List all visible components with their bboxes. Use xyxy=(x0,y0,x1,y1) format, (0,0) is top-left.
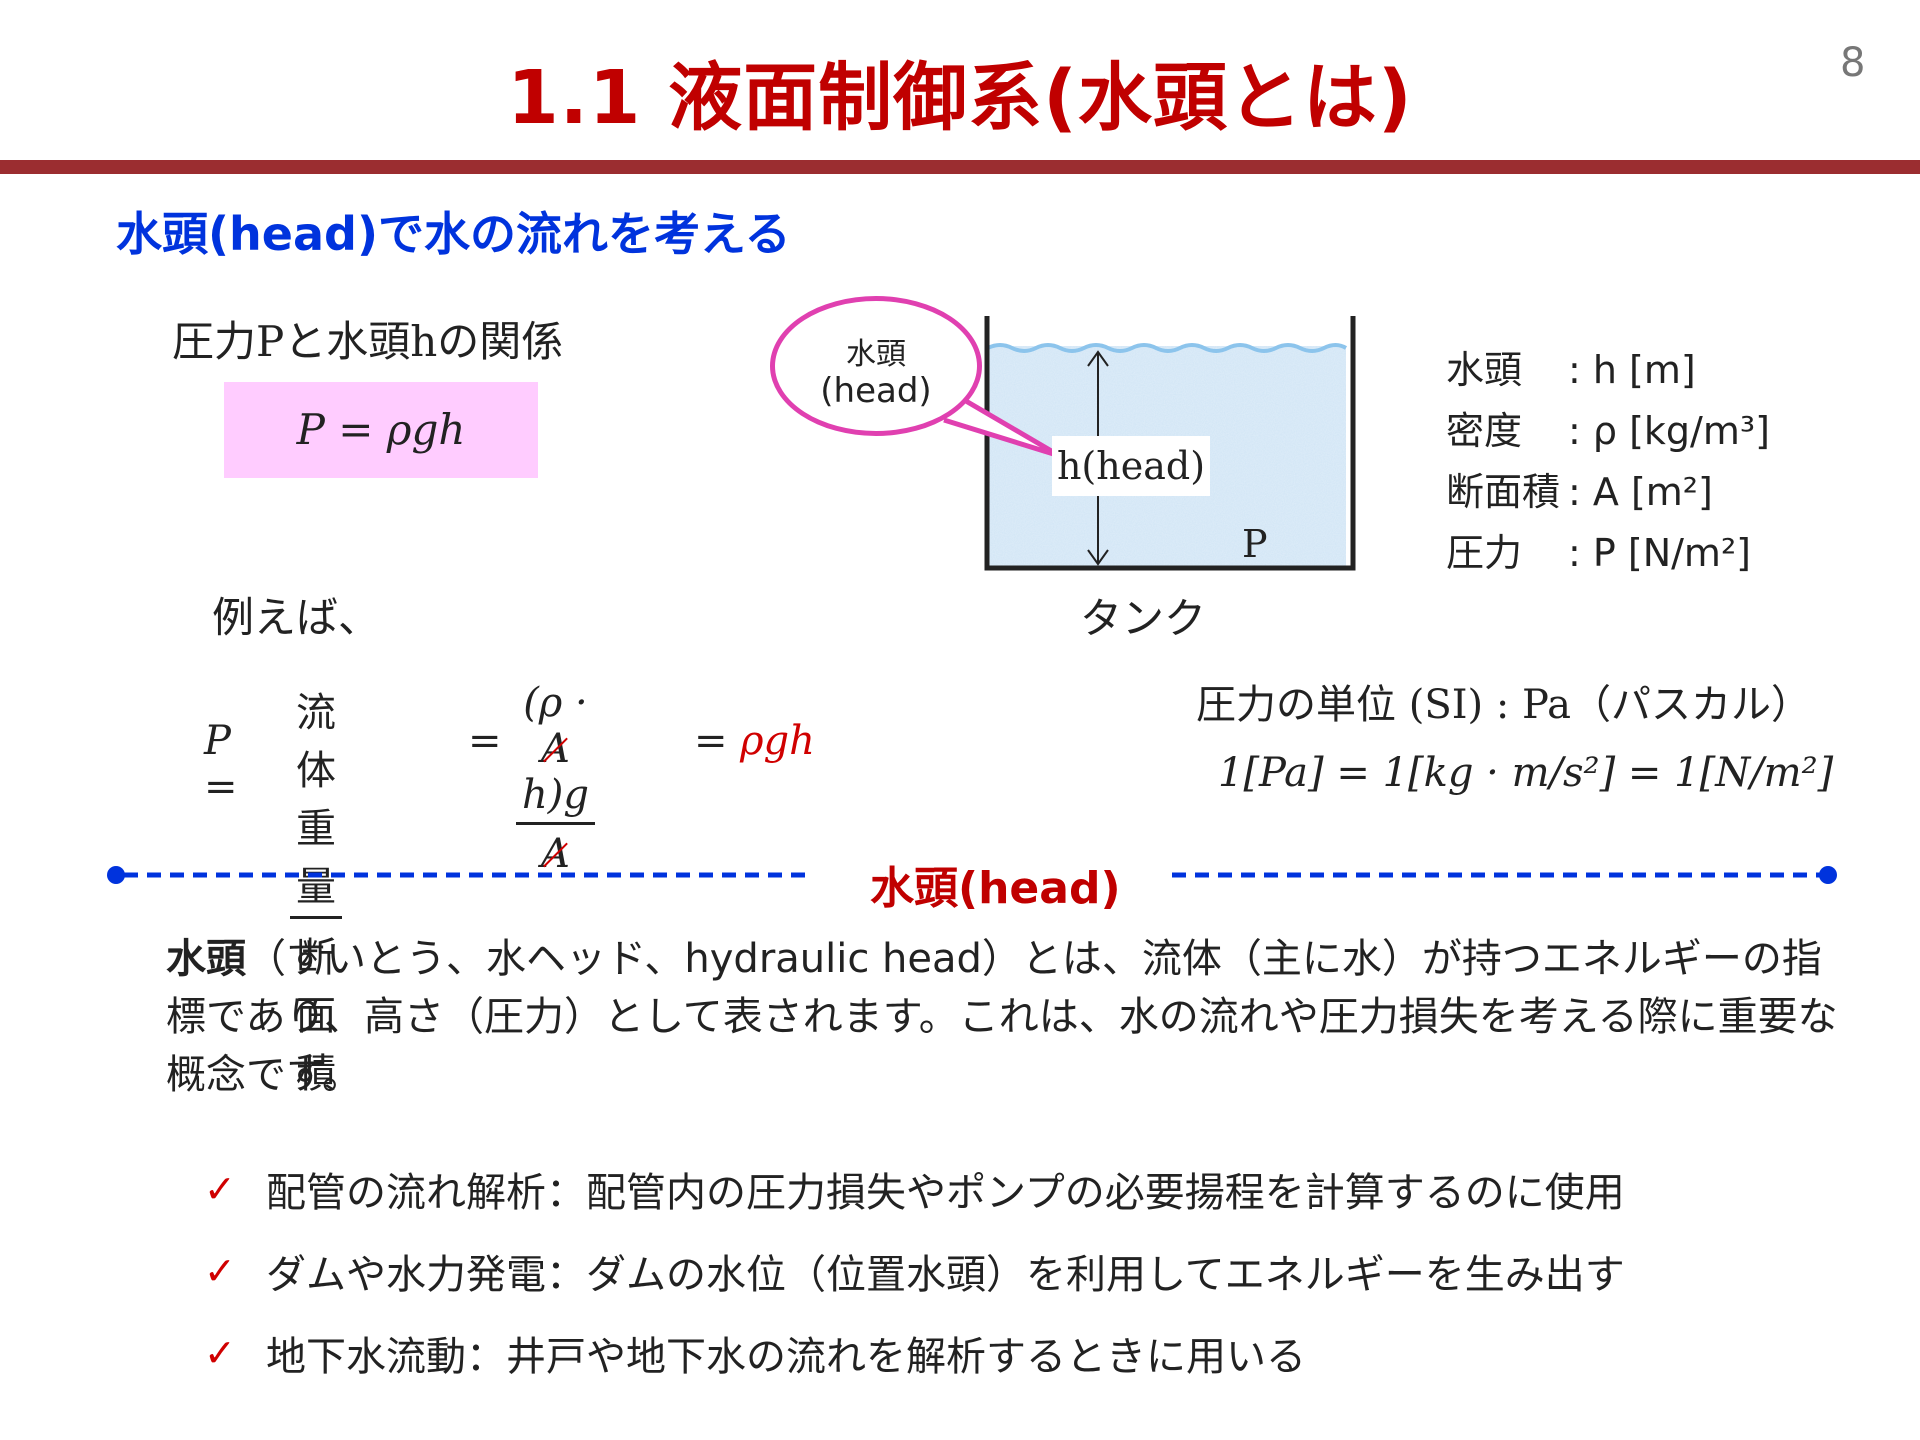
list-item-text: 配管の流れ解析：配管内の圧力損失やポンプの必要揚程を計算するのに使用 xyxy=(266,1170,1625,1216)
definition-value: : P [N/m²] xyxy=(1568,531,1752,575)
num-pre: (ρ · xyxy=(523,680,588,726)
fraction2-denominator: A xyxy=(516,825,595,877)
head-label-text: h(head) xyxy=(1056,444,1206,488)
fraction2-numerator: (ρ · Ah)g xyxy=(516,680,595,825)
head-arrow-down xyxy=(1087,549,1109,566)
pascal-equation: 1[Pa] = 1[kg · m/s²] = 1[N/m²] xyxy=(1218,750,1833,796)
list-item: ✓ 配管の流れ解析：配管内の圧力損失やポンプの必要揚程を計算するのに使用 xyxy=(204,1148,1625,1230)
definition-value: : A [m²] xyxy=(1568,470,1713,514)
pascal-equation-text: 1[Pa] = 1[kg · m/s²] = 1[N/m²] xyxy=(1218,750,1834,796)
definition-term: 圧力 xyxy=(1446,531,1523,575)
description-paragraph: 水頭（すいとう、水ヘッド、hydraulic head）とは、流体（主に水）が持… xyxy=(166,930,1846,1104)
formula-box: P = ρgh xyxy=(224,382,538,478)
definition-term: 水頭 xyxy=(1446,348,1523,392)
fraction-weight-area: 流体重量 断面積 xyxy=(290,680,342,1099)
example-label: 例えば、 xyxy=(212,593,381,642)
derivation-equals-2: = xyxy=(694,718,728,764)
pressure-unit-label: 圧力の単位 (SI) : Pa（パスカル） xyxy=(1196,682,1811,728)
definition-term: 断面積 xyxy=(1446,470,1561,514)
derivation-result: ρgh xyxy=(740,718,815,764)
divider-dot-left xyxy=(107,866,125,884)
check-icon: ✓ xyxy=(204,1167,236,1211)
description-bold-term: 水頭 xyxy=(166,936,246,982)
tank-label: タンク xyxy=(1080,594,1207,643)
head-label: h(head) xyxy=(1052,436,1210,496)
head-arrow-up xyxy=(1087,350,1109,367)
derivation-equals-1: = xyxy=(468,718,502,764)
definition-row: 断面積: A [m²] xyxy=(1446,462,1770,523)
water-surface xyxy=(987,343,1348,353)
section-subtitle: 水頭(head)で水の流れを考える xyxy=(116,207,791,261)
page-title: 1.1 液面制御系(水頭とは) xyxy=(507,55,1413,141)
fraction-numerator: 流体重量 xyxy=(290,680,342,919)
balloon-text-line1: 水頭 xyxy=(846,337,906,372)
definition-list: 水頭 : h [m] 密度 : ρ [kg/m³] 断面積: A [m²] 圧力 : … xyxy=(1446,340,1770,584)
bullet-list: ✓ 配管の流れ解析：配管内の圧力損失やポンプの必要揚程を計算するのに使用 ✓ ダムや… xyxy=(204,1148,1625,1394)
section-divider xyxy=(107,866,1837,884)
definition-term: 密度 xyxy=(1446,409,1523,453)
definition-row: 水頭 : h [m] xyxy=(1446,340,1770,401)
relation-label: 圧力Pと水頭hの関係 xyxy=(172,317,564,366)
tank-diagram xyxy=(984,316,1356,571)
definition-value: : ρ [kg/m³] xyxy=(1568,409,1770,453)
balloon-text-line2: (head) xyxy=(820,371,932,411)
check-icon: ✓ xyxy=(204,1249,236,1293)
divider-label: 水頭(head) xyxy=(870,863,1121,914)
derivation-lhs: P = xyxy=(204,718,238,810)
list-item: ✓ 地下水流動：井戸や地下水の流れを解析するときに用いる xyxy=(204,1312,1625,1394)
list-item-text: ダムや水力発電：ダムの水位（位置水頭）を利用してエネルギーを生み出す xyxy=(266,1252,1625,1298)
struck-a-num: A xyxy=(541,726,570,772)
list-item-text: 地下水流動：井戸や地下水の流れを解析するときに用いる xyxy=(266,1334,1306,1380)
tank-wall xyxy=(984,316,1356,571)
definition-row: 圧力 : P [N/m²] xyxy=(1446,523,1770,584)
definition-row: 密度 : ρ [kg/m³] xyxy=(1446,401,1770,462)
divider-dot-right xyxy=(1819,866,1837,884)
speech-balloon: 水頭 (head) xyxy=(770,296,982,436)
fraction-rho-ah: (ρ · Ah)g A xyxy=(516,680,595,877)
formula-text: P = ρgh xyxy=(296,405,466,454)
description-text: （すいとう、水ヘッド、hydraulic head）とは、流体（主に水）が持つエ… xyxy=(166,936,1838,1098)
fraction-denominator: 断面積 xyxy=(296,935,336,1097)
struck-a-den: A xyxy=(541,831,570,877)
num-post: h)g xyxy=(522,772,589,818)
title-underline-bar xyxy=(0,160,1920,174)
page-number: 8 xyxy=(1840,40,1866,86)
pressure-label: P xyxy=(1242,522,1268,566)
list-item: ✓ ダムや水力発電：ダムの水位（位置水頭）を利用してエネルギーを生み出す xyxy=(204,1230,1625,1312)
check-icon: ✓ xyxy=(204,1331,236,1375)
definition-value: : h [m] xyxy=(1568,348,1696,392)
